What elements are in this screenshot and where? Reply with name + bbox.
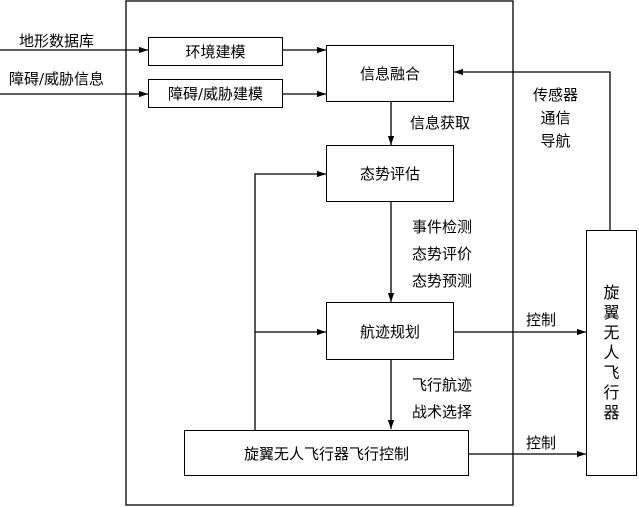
- input-label-obstacle-info: 障碍/威胁信息: [9, 70, 105, 88]
- label-situation-evaluation: 态势评价: [412, 245, 473, 263]
- path-planning-box: 航迹规划: [326, 302, 454, 360]
- uav-char: 器: [603, 403, 620, 422]
- situation-assessment-box: 态势评估: [326, 145, 454, 202]
- uav-char: 行: [603, 383, 620, 402]
- label-planning-outputs: 飞行航迹 战术选择: [412, 372, 472, 426]
- input-label-terrain-db: 地形数据库: [19, 32, 95, 50]
- uav-char: 翼: [603, 303, 620, 322]
- label-control-planning: 控制: [526, 311, 557, 329]
- label-control-flight: 控制: [526, 434, 557, 452]
- uav-char: 无: [603, 323, 620, 342]
- system-frame: [125, 0, 514, 506]
- label-situation-outputs: 事件检测 态势评价 态势预测: [412, 214, 472, 295]
- label-sensors-group: 传感器 通信 导航: [533, 84, 578, 153]
- label-communication: 通信: [540, 109, 571, 127]
- label-flight-path: 飞行航迹: [412, 376, 473, 394]
- label-info-acquisition: 信息获取: [410, 114, 471, 132]
- flight-control-box: 旋翼无人飞行器飞行控制: [184, 430, 469, 476]
- uav-char: 人: [603, 343, 620, 362]
- label-sensor: 传感器: [533, 86, 579, 104]
- label-event-detection: 事件检测: [412, 218, 473, 236]
- feedback-loop: [254, 170, 326, 430]
- uav-char: 旋: [603, 283, 620, 302]
- info-fusion-box: 信息融合: [326, 45, 454, 102]
- arrow-uav-to-fusion: [454, 68, 611, 230]
- label-situation-prediction: 态势预测: [412, 272, 473, 290]
- label-tactic-selection: 战术选择: [412, 403, 473, 421]
- uav-label: 旋 翼 无 人 飞 行 器: [602, 283, 622, 423]
- obstacle-model-box: 障碍/威胁建模: [148, 79, 283, 108]
- uav-char: 飞: [603, 363, 620, 382]
- env-model-box: 环境建模: [148, 37, 283, 66]
- uav-box: 旋 翼 无 人 飞 行 器: [586, 230, 637, 476]
- label-navigation: 导航: [540, 132, 571, 150]
